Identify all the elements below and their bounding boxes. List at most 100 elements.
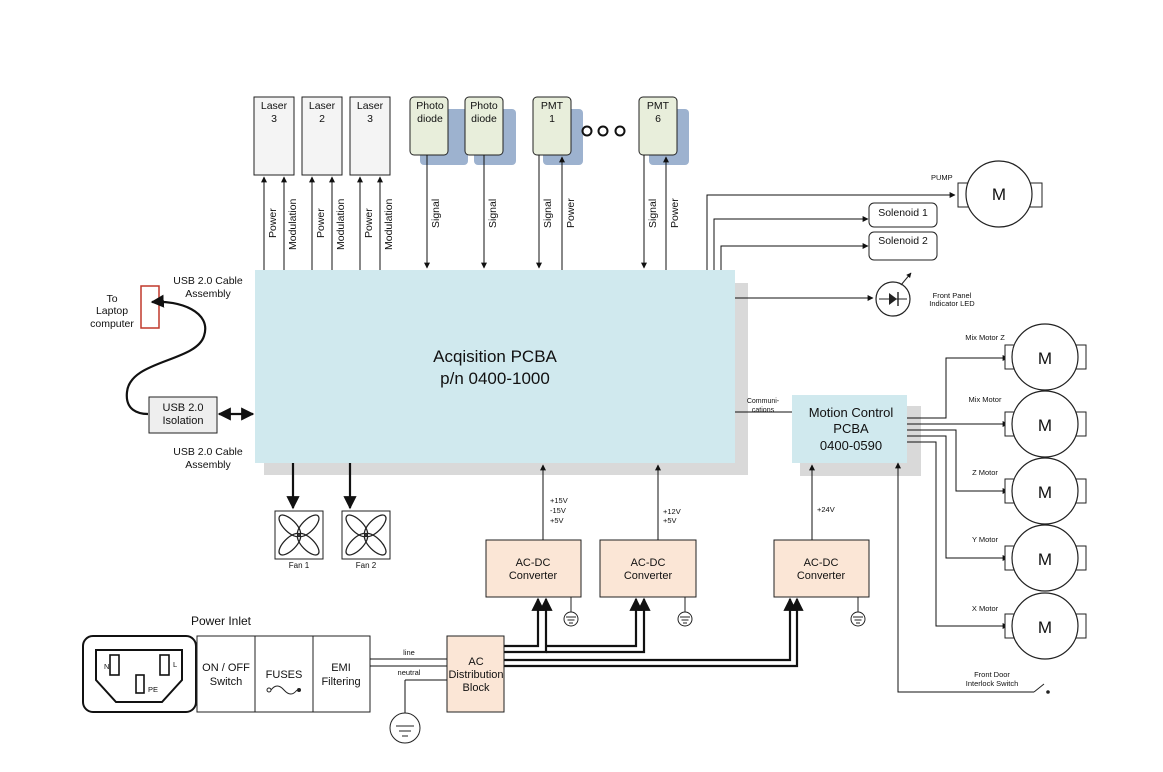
neutral-label: neutral xyxy=(398,668,421,677)
photodiode-1: Photo diode xyxy=(409,96,468,165)
photodiode-2: Photo diode xyxy=(464,96,516,165)
pump-control-lines xyxy=(706,192,956,270)
usb-cable-bottom-label-2: Assembly xyxy=(185,459,231,471)
motion-control-title: Motion Control xyxy=(809,405,894,420)
motor-lines xyxy=(907,355,1009,629)
motion-control-part-number: 0400-0590 xyxy=(820,438,882,453)
motor-2-label: Mix Motor xyxy=(969,395,1002,404)
pmt-6-power-label: Power xyxy=(669,198,681,228)
emi-label-2: Filtering xyxy=(321,676,360,688)
photodiode-1-sublabel: diode xyxy=(417,113,443,125)
motor-1-icon: M xyxy=(1004,323,1087,391)
pin-l-label: L xyxy=(173,660,177,669)
mains-lines xyxy=(370,658,447,714)
fan-2-icon xyxy=(341,510,391,560)
motor-3-icon: M xyxy=(1004,457,1087,525)
converter-3: AC-DC Converter xyxy=(773,539,870,598)
motor-5-symbol: M xyxy=(1038,618,1052,637)
door-switch-icon xyxy=(1033,683,1050,694)
laser-1: Laser 3 xyxy=(253,96,295,176)
fan-1-label: Fan 1 xyxy=(289,561,310,570)
communications-label-1: Communi- xyxy=(747,398,780,405)
acquisition-pcba-title: Acqisition PCBA xyxy=(433,347,557,366)
pmt-1-number: 1 xyxy=(549,113,555,125)
line-label: line xyxy=(403,648,415,657)
converter-3-label-2: Converter xyxy=(797,570,846,582)
motor-2-icon: M xyxy=(1004,390,1087,458)
converter-1-label-1: AC-DC xyxy=(516,557,551,569)
usb-connector xyxy=(140,285,160,329)
led-label-1: Front Panel xyxy=(933,291,972,300)
usb-cable xyxy=(125,294,207,416)
motor-4-label: Y Motor xyxy=(972,535,999,544)
pmt-1-power-label: Power xyxy=(565,198,577,228)
converter-2-label-2: Converter xyxy=(624,570,673,582)
converter-2-ground-icon xyxy=(677,597,693,627)
pmt-6-signal-label: Signal xyxy=(647,199,659,228)
fan-2-label: Fan 2 xyxy=(356,561,377,570)
converter-3-label-1: AC-DC xyxy=(804,557,839,569)
laser-2-label: Laser xyxy=(309,100,336,112)
usb-isolation: USB 2.0 Isolation xyxy=(148,396,218,434)
converter-1-ground-icon xyxy=(563,597,579,627)
photodiode-1-label: Photo xyxy=(416,100,444,112)
fuses: FUSES xyxy=(254,635,314,713)
photodiode-1-signal-label: Signal xyxy=(430,199,442,228)
motor-2-symbol: M xyxy=(1038,416,1052,435)
photodiode-2-label: Photo xyxy=(470,100,498,112)
usb-isolation-label-1: USB 2.0 xyxy=(163,402,204,414)
usb-cable-top-label-2: Assembly xyxy=(185,288,231,300)
laser-1-power-label: Power xyxy=(267,208,279,238)
fuses-label: FUSES xyxy=(266,669,303,681)
pin-pe-label: PE xyxy=(148,685,158,694)
led-label-2: Indicator LED xyxy=(929,299,975,308)
pmt-6-number: 6 xyxy=(655,113,661,125)
laptop-label-1: To xyxy=(106,293,117,305)
laser-2-power-label: Power xyxy=(315,208,327,238)
laser-3-power-label: Power xyxy=(363,208,375,238)
fan-1-icon xyxy=(274,510,324,560)
motor-4-symbol: M xyxy=(1038,550,1052,569)
switch-label-1: ON / OFF xyxy=(202,662,250,674)
usb-cable-top-label-1: USB 2.0 Cable xyxy=(173,275,243,287)
motor-4-icon: M xyxy=(1004,524,1087,592)
power-inlet: N L PE xyxy=(82,635,197,713)
pmt-6-label: PMT xyxy=(647,100,670,112)
ac-distribution-lines xyxy=(504,597,804,668)
solenoid-2-label: Solenoid 2 xyxy=(878,235,928,247)
detector-signal-lines xyxy=(424,155,669,270)
laser-2-number: 2 xyxy=(319,113,325,125)
acquisition-pcba-part-number: p/n 0400-1000 xyxy=(440,369,550,388)
emi-filter: EMI Filtering xyxy=(312,635,371,713)
laser-3-label: Laser xyxy=(357,100,384,112)
chassis-ground-icon xyxy=(389,712,421,744)
motor-1-symbol: M xyxy=(1038,349,1052,368)
pmt-1: PMT 1 xyxy=(532,96,583,165)
laser-3: Laser 3 xyxy=(349,96,391,176)
motion-control-pcba: Motion Control PCBA 0400-0590 xyxy=(792,395,921,476)
door-label-1: Front Door xyxy=(974,670,1010,679)
laser-1-number: 3 xyxy=(271,113,277,125)
motor-1-label: Mix Motor Z xyxy=(965,333,1005,342)
pmt-6: PMT 6 xyxy=(638,96,689,165)
pmt-1-signal-label: Signal xyxy=(542,199,554,228)
usb-cable-bottom-label-1: USB 2.0 Cable xyxy=(173,446,243,458)
converter-2-voltage-1: +12V xyxy=(663,507,681,516)
ac-block-label-3: Block xyxy=(463,682,490,694)
converter-1-voltage-2: -15V xyxy=(550,506,566,515)
pump-motor-symbol: M xyxy=(992,185,1006,204)
usb-isolation-label-2: Isolation xyxy=(163,415,204,427)
converter-2-voltage-2: +5V xyxy=(663,516,677,525)
motor-3-symbol: M xyxy=(1038,483,1052,502)
pump-label: PUMP xyxy=(931,173,953,182)
laser-1-label: Laser xyxy=(261,100,288,112)
ellipsis-dots xyxy=(581,125,626,137)
emi-label-1: EMI xyxy=(331,662,351,674)
door-interlock-line xyxy=(895,462,1034,693)
photodiode-2-signal-label: Signal xyxy=(487,199,499,228)
converter-2: AC-DC Converter xyxy=(599,539,697,598)
laser-2: Laser 2 xyxy=(301,96,343,176)
converter-3-voltage-1: +24V xyxy=(817,505,835,514)
laser-signal-lines xyxy=(261,176,383,270)
